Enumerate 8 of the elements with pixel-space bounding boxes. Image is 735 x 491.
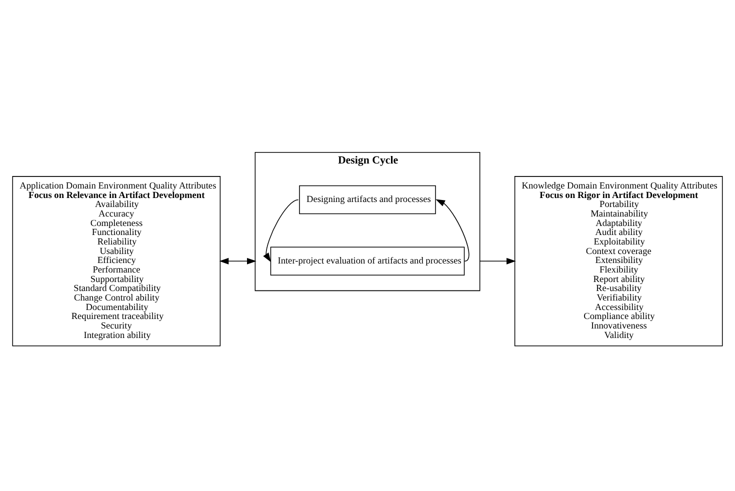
arrow xyxy=(219,257,256,264)
arrow xyxy=(479,257,516,264)
node-box: Application Domain Environment Quality Attributes Focus on Relevance in Artifact Development Availability Accuracy Completeness Functionality Reliability Usability Efficiency Performance Supportability Standard Compatibility Change Control ability Documentability Requirement traceability Security Integration ability xyxy=(12,176,221,346)
node-box: Knowledge Domain Environment Quality Attributes Focus on Rigor in Artifact Development Portability Maintainability Adaptability Audit ability Exploitability Context coverage Extensibility Flexibility Report ability Re-usability Verifiability Accessibility Compliance ability Innovativeness Validity xyxy=(514,176,723,346)
arrow xyxy=(263,198,299,262)
node-box: Inter-project evaluation of artifacts and processes xyxy=(270,246,465,276)
arrow xyxy=(436,198,470,262)
node-box: Designing artifacts and processes xyxy=(299,184,436,214)
